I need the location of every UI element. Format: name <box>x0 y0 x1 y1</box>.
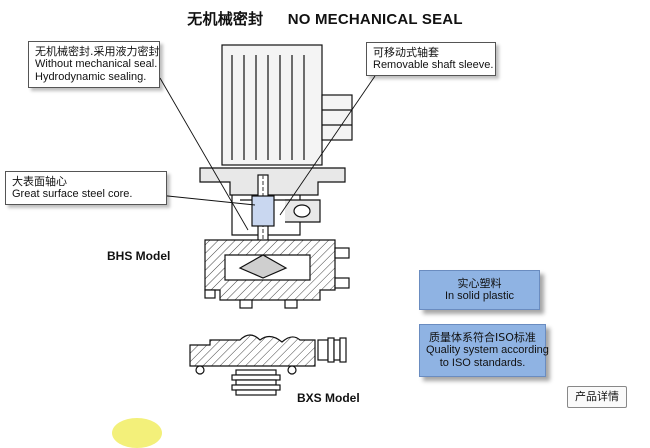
info-iso-quality-line1: Quality system according <box>426 344 549 356</box>
callout-no-seal-line2: Hydrodynamic sealing. <box>35 71 147 83</box>
callout-shaft-sleeve-cn: 可移动式轴套 <box>373 46 439 59</box>
info-solid-plastic-en: In solid plastic <box>444 290 515 302</box>
info-iso-quality-cn: 质量体系符合ISO标准 <box>429 331 536 344</box>
pump-diagram <box>157 44 376 396</box>
bxs-pump <box>189 334 347 396</box>
title-en: NO MECHANICAL SEAL <box>287 11 463 28</box>
page-title: 无机械密封 NO MECHANICAL SEAL <box>0 8 650 29</box>
callout-steel-core-en: Great surface steel core. <box>12 188 133 200</box>
leader-lines <box>157 75 376 231</box>
info-solid-plastic-cn: 实心塑料 <box>457 277 502 290</box>
title-cn: 无机械密封 <box>187 10 264 28</box>
product-details-button[interactable]: 产品详情 <box>567 386 627 408</box>
callout-steel-core: 大表面轴心 Great surface steel core. <box>5 171 167 205</box>
info-iso-quality-line2: to ISO standards. <box>439 357 526 369</box>
motor-body <box>221 44 353 166</box>
callout-no-seal-line1: Without mechanical seal. <box>35 58 158 70</box>
callout-steel-core-cn: 大表面轴心 <box>12 175 67 188</box>
callout-no-seal-cn: 无机械密封.采用液力密封 <box>35 45 160 58</box>
callout-shaft-sleeve-en: Removable shaft sleeve. <box>373 59 494 71</box>
bhs-model-label: BHS Model <box>107 249 171 263</box>
bxs-model-label: BXS Model <box>297 391 360 405</box>
info-solid-plastic: 实心塑料 In solid plastic <box>419 270 540 310</box>
info-iso-quality: 质量体系符合ISO标准 Quality system according to … <box>419 324 549 377</box>
callout-shaft-sleeve: 可移动式轴套 Removable shaft sleeve. <box>366 42 496 76</box>
callout-no-seal: 无机械密封.采用液力密封 Without mechanical seal. Hy… <box>28 41 160 88</box>
decorative-highlight <box>112 418 162 448</box>
